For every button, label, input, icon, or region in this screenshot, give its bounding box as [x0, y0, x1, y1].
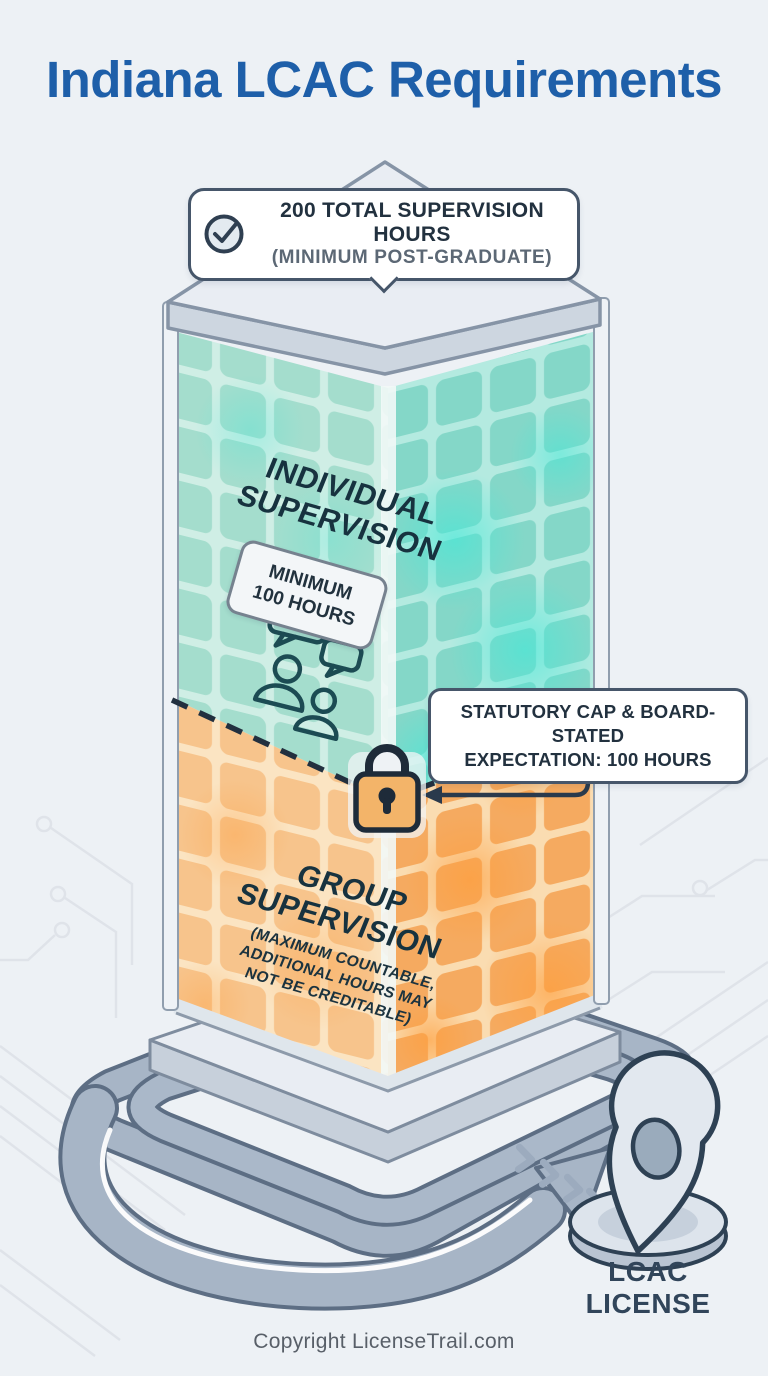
statutory-cap-line1: STATUTORY CAP & BOARD-STATED [460, 701, 716, 747]
license-label-line2: LICENSE [585, 1288, 711, 1320]
location-pin-icon [568, 1050, 728, 1271]
license-label-line1: LCAC [608, 1256, 688, 1287]
glass-frame [162, 297, 610, 1093]
total-hours-callout: 200 TOTAL SUPERVISION HOURS (MINIMUM POS… [188, 188, 580, 294]
lock-icon [348, 744, 426, 838]
lcac-license-label: LCAC LICENSE [553, 1256, 743, 1320]
statutory-cap-line2: EXPECTATION: 100 HOURS [464, 749, 712, 771]
statutory-cap-callout: STATUTORY CAP & BOARD-STATED EXPECTATION… [428, 688, 748, 785]
check-circle-icon [204, 214, 244, 254]
page-title: Indiana LCAC Requirements [45, 51, 723, 108]
total-hours-line2: (MINIMUM POST-GRADUATE) [271, 247, 553, 268]
total-hours-line1: 200 TOTAL SUPERVISION HOURS [280, 199, 544, 246]
copyright-footer: Copyright LicenseTrail.com [253, 1330, 515, 1353]
tower-group-section [176, 700, 600, 1078]
circuit-traces-background [0, 756, 768, 1358]
